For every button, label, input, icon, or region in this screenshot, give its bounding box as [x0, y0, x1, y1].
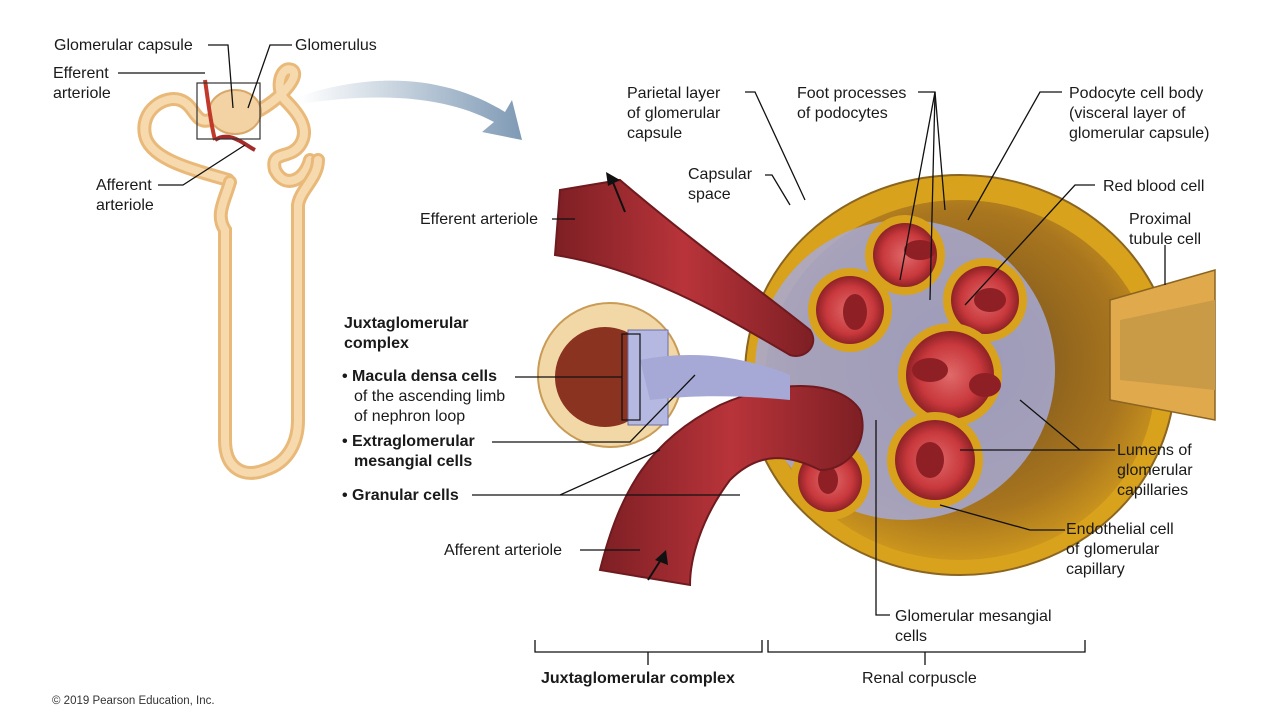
label-red-blood-cell: Red blood cell: [1103, 178, 1205, 195]
distal-tubule: [537, 302, 790, 448]
flow-arrows: [606, 172, 668, 581]
leader-lines: [118, 44, 1166, 665]
bracket-label-jg-complex: Juxtaglomerular complex: [541, 670, 735, 687]
label-afferent-arteriole: Afferent arteriole: [444, 542, 562, 559]
label-macula-densa: • Macula densa cells of the ascending li…: [342, 368, 506, 425]
nephron-overview: [137, 62, 325, 480]
efferent-arteriole-vessel: [553, 178, 815, 357]
bracket-label-renal-corpuscle: Renal corpuscle: [862, 670, 977, 687]
label-glomerulus: Glomerulus: [295, 37, 377, 54]
afferent-arteriole-vessel: [598, 385, 864, 587]
copyright-notice: © 2019 Pearson Education, Inc.: [52, 695, 215, 707]
zoom-pointer-arrow: [300, 80, 522, 140]
label-extraglomerular: • Extraglomerular mesangial cells: [342, 433, 475, 470]
label-granular-cells: • Granular cells: [342, 487, 459, 504]
label-glomerular-capsule: Glomerular capsule: [54, 37, 193, 54]
label-efferent-arteriole: Efferent arteriole: [420, 211, 538, 228]
